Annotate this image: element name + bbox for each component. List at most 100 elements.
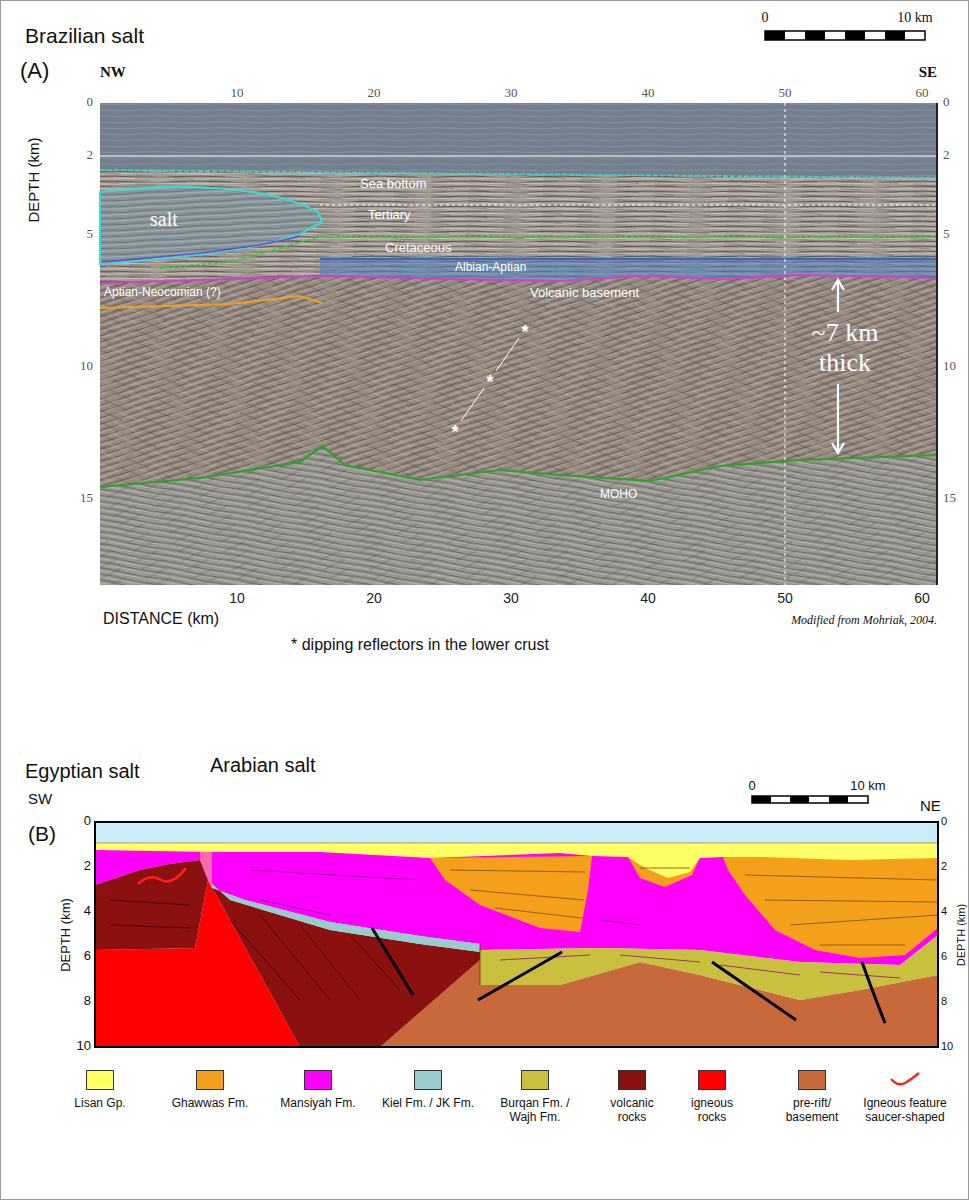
axis-tick: 6 [84, 949, 91, 964]
sediment-fill [100, 103, 937, 585]
unit-label: Cretaceous [385, 241, 451, 256]
legend-swatch [196, 1070, 224, 1090]
scale-bar-segment [765, 31, 785, 40]
geologic-section [95, 822, 938, 1047]
salt-base-line [102, 236, 300, 262]
thickness-arrow [832, 384, 844, 453]
axis-tick: 2 [87, 148, 94, 163]
axis-tick: 0 [87, 95, 94, 110]
axis-tick: 2 [941, 860, 947, 873]
unit-label: Albian-Aptian [455, 261, 526, 275]
axis-tick: 0 [941, 815, 947, 828]
axis-tick: 8 [941, 995, 947, 1008]
crust-texture [100, 275, 937, 487]
moho-line [100, 446, 937, 487]
axis-tick: 40 [640, 590, 656, 606]
axis-title: DEPTH (km) [59, 898, 74, 972]
crust-fill [100, 275, 937, 487]
axis-tick: 60 [916, 86, 929, 101]
horizon-label: MOHO [600, 488, 637, 502]
grid-line [785, 103, 786, 585]
legend-swatch [521, 1070, 549, 1090]
direction-label: SE [919, 64, 937, 81]
reflector-marker: * [451, 422, 458, 443]
panel-title: Egyptian salt [25, 760, 140, 783]
axis-tick: 5 [943, 227, 950, 242]
unit-label: Aptian-Neocomian (?) [104, 286, 221, 300]
reflector-marker: * [486, 372, 493, 393]
panel-letter: (A) [20, 58, 49, 83]
section-frame [95, 822, 938, 1047]
sea-floor [95, 843, 938, 844]
axis-tick: 0 [84, 814, 91, 829]
legend-curve [891, 1073, 919, 1084]
grid-line [100, 156, 937, 157]
direction-label: SW [28, 790, 52, 807]
scale-bar-frame [752, 796, 868, 803]
cretaceous-line [160, 237, 937, 268]
bedding-lines [450, 868, 938, 945]
scale-bar-segment [805, 31, 825, 40]
water-column [100, 103, 937, 178]
legend-text: pre-rift/ basement [782, 1097, 842, 1125]
panel-title: Arabian salt [210, 754, 316, 777]
volcanic-rocks [208, 880, 480, 1047]
scale-bar-segment [885, 31, 905, 40]
axis-tick: 4 [84, 904, 91, 919]
legend-swatch [414, 1070, 442, 1090]
axis-tick: 10 [941, 1040, 953, 1053]
ghawwas [430, 856, 592, 932]
unit-label: Tertiary [368, 208, 411, 223]
lisan [95, 843, 938, 878]
legend-text: Igneous feature saucer-shaped [858, 1097, 953, 1125]
axis-tick: 0 [943, 95, 950, 110]
scale-bar [765, 31, 925, 40]
axis-tick: 50 [779, 86, 792, 101]
water [95, 822, 938, 1047]
mantle-fill [100, 446, 937, 585]
legend-line-sample [888, 1069, 922, 1091]
axis-tick: 10 [231, 86, 244, 101]
axis-tick: 40 [642, 86, 655, 101]
axis-title: DEPTH (km) [955, 904, 968, 966]
albian-aptian-top [320, 258, 937, 260]
unit-label: Volcanic basement [530, 286, 639, 301]
axis-tick: 2 [943, 148, 950, 163]
axis-tick: 5 [87, 227, 94, 242]
legend-swatch [798, 1070, 826, 1090]
axis-tick: 8 [84, 994, 91, 1009]
legend-swatch [86, 1070, 114, 1090]
direction-label: NW [100, 64, 126, 81]
contact-line [480, 944, 481, 985]
scale-label: 10 km [897, 10, 932, 26]
panel-letter: (B) [28, 822, 56, 846]
scale-label: 10 km [850, 779, 885, 794]
panel-title: Brazilian salt [25, 24, 144, 48]
sediment-texture [100, 103, 937, 585]
source-note: Modified from Mohriak, 2004. [791, 614, 937, 628]
legend-text: Burqan Fm. / Wajh Fm. [495, 1097, 575, 1125]
legend-swatch [698, 1070, 726, 1090]
axis-tick: 30 [505, 86, 518, 101]
axis-tick: 2 [84, 859, 91, 874]
legend-text: Lisan Gp. [55, 1097, 145, 1111]
axis-tick: 10 [77, 1039, 91, 1054]
saucer-sill [138, 868, 186, 884]
mantle-texture [100, 446, 937, 585]
section-edge [936, 103, 938, 585]
legend-swatch [304, 1070, 332, 1090]
unit-label: salt [150, 208, 178, 231]
axis-tick: 15 [943, 491, 956, 506]
dipping-reflector-trace [461, 338, 519, 421]
scale-bar-segment [752, 796, 771, 803]
scale-bar-segment [790, 796, 809, 803]
legend-text: Mansiyah Fm. [273, 1097, 363, 1111]
reflector-marker: * [521, 322, 528, 343]
legend-swatch [618, 1070, 646, 1090]
scale-bar-segment [829, 796, 848, 803]
scale-bar [752, 796, 868, 803]
horizon-label: Sea bottom [360, 177, 427, 192]
direction-label: NE [920, 797, 941, 814]
